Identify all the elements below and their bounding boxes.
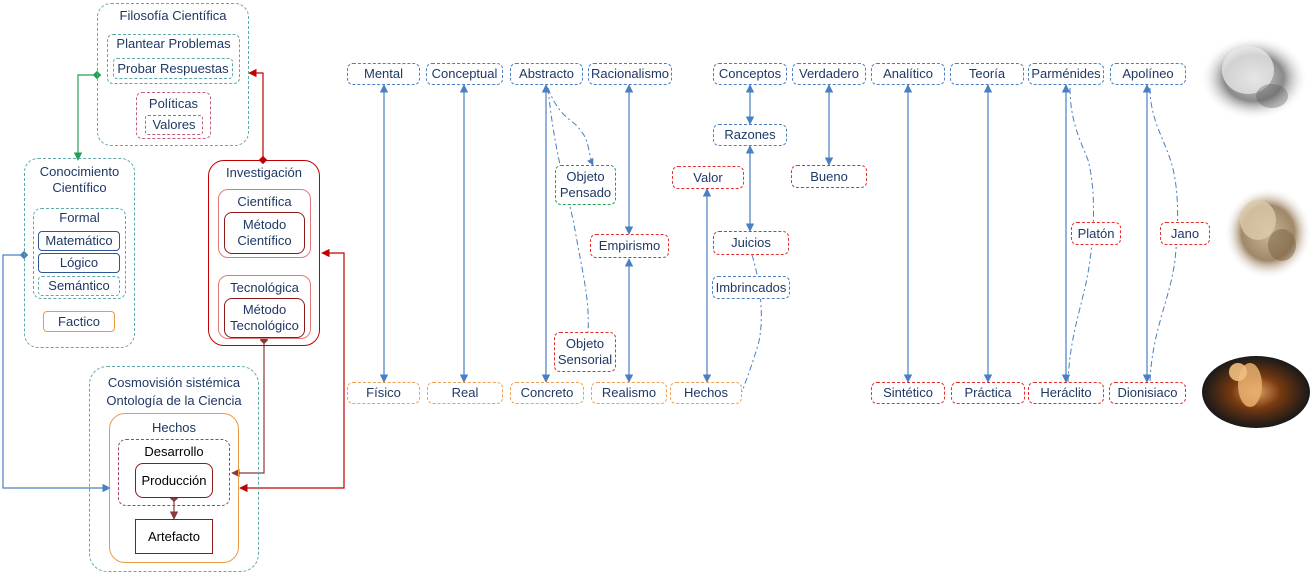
- node-real: Real: [427, 382, 503, 404]
- artefacto-box: Artefacto: [135, 519, 213, 554]
- formal-label: Formal: [59, 210, 100, 225]
- node-conceptual: Conceptual: [426, 63, 503, 85]
- valores-box: Valores: [145, 115, 203, 135]
- statue-two-faces-image: [1224, 187, 1312, 279]
- cientifica-group: [218, 189, 311, 258]
- apolineo-jano-dionisiaco-curve: [1149, 87, 1179, 383]
- node-sintetico: Sintético: [871, 382, 945, 404]
- conocimiento-to-cosmovision-connector: [2, 250, 111, 493]
- node-apolineo: Apolíneo: [1110, 63, 1186, 85]
- cosmovision-group: [89, 366, 259, 572]
- matematico-box: Matemático: [38, 231, 120, 251]
- statue-head-image: [1200, 36, 1308, 120]
- filosofia-cientifica-title: Filosofía Científica: [119, 8, 227, 23]
- node-racionalismo: Racionalismo: [588, 63, 672, 85]
- node-razones: Razones: [713, 124, 787, 146]
- cosmovision-title: Cosmovisión sistémica: [107, 375, 241, 390]
- investigacion-group: [208, 160, 320, 346]
- node-empirismo: Empirismo: [590, 234, 669, 258]
- factico-box: Factico: [43, 311, 115, 332]
- node-objeto-pensado: Objeto Pensado: [555, 165, 616, 205]
- node-fisico: Físico: [347, 382, 420, 404]
- problemas-respuestas-group: [107, 34, 240, 84]
- hechos-group: [109, 413, 239, 563]
- produccion-box: Producción: [135, 463, 213, 498]
- conocimiento-cientifico-group: [24, 158, 135, 348]
- node-hechos: Hechos: [670, 382, 742, 404]
- tecnologica-label: Tecnológica: [230, 280, 299, 295]
- node-conceptos: Conceptos: [713, 63, 787, 85]
- hechos-group-label: Hechos: [151, 420, 197, 435]
- probar-respuestas-box: Probar Respuestas: [113, 58, 233, 79]
- node-verdadero: Verdadero: [792, 63, 866, 85]
- node-mental: Mental: [347, 63, 420, 85]
- node-heraclito: Heráclito: [1028, 382, 1104, 404]
- abstracto-objeto-sensorial-curve: [547, 87, 589, 333]
- investigacion-to-cosmovision-connector: [239, 248, 345, 493]
- node-juicios: Juicios: [713, 231, 789, 255]
- parmenides-platon-heraclito-curve: [1067, 87, 1094, 383]
- cientifica-label: Científica: [237, 194, 292, 209]
- logico-box: Lógico: [38, 253, 120, 273]
- filosofia-cientifica-group: [97, 3, 249, 146]
- node-practica: Práctica: [951, 382, 1025, 404]
- tecnologico-to-desarrollo-connector: [231, 335, 269, 478]
- node-analitico: Analítico: [871, 63, 945, 85]
- investigacion-to-filosofia-connector: [248, 68, 268, 165]
- conocimiento-cientifico-title: Conocimiento Científico: [39, 164, 120, 196]
- node-jano: Jano: [1160, 222, 1210, 245]
- semantico-box: Semántico: [38, 276, 120, 296]
- node-imbrincados: Imbrincados: [712, 276, 790, 299]
- node-dionisiaco: Dionisiaco: [1109, 382, 1186, 404]
- filosofia-to-conocimiento-connector: [73, 70, 102, 161]
- desarrollo-group: [118, 439, 230, 506]
- investigacion-title: Investigación: [226, 165, 302, 180]
- politicas-valores-group: [136, 92, 211, 139]
- node-abstracto: Abstracto: [510, 63, 583, 85]
- metodo-cientifico-box: Método Científico: [224, 212, 305, 254]
- node-realismo: Realismo: [591, 382, 667, 404]
- node-teoria: Teoría: [950, 63, 1024, 85]
- node-objeto-sensorial: Objeto Sensorial: [554, 332, 616, 372]
- plantear-problemas-label: Plantear Problemas: [116, 36, 231, 51]
- politicas-label: Políticas: [148, 96, 199, 111]
- abstracto-objeto-pensado-curve: [547, 87, 594, 166]
- node-platon: Platón: [1071, 222, 1121, 245]
- tecnologica-group: [218, 275, 311, 339]
- formal-group: [33, 208, 126, 299]
- ontologia-title: Ontología de la Ciencia: [106, 393, 242, 408]
- node-valor: Valor: [672, 166, 744, 189]
- node-bueno: Bueno: [791, 165, 867, 188]
- metodo-tecnologico-box: Método Tecnológico: [224, 298, 305, 338]
- statue-dancer-image: [1202, 356, 1310, 428]
- node-concreto: Concreto: [510, 382, 584, 404]
- desarrollo-label: Desarrollo: [144, 444, 204, 459]
- node-parmenides: Parménides: [1028, 63, 1104, 85]
